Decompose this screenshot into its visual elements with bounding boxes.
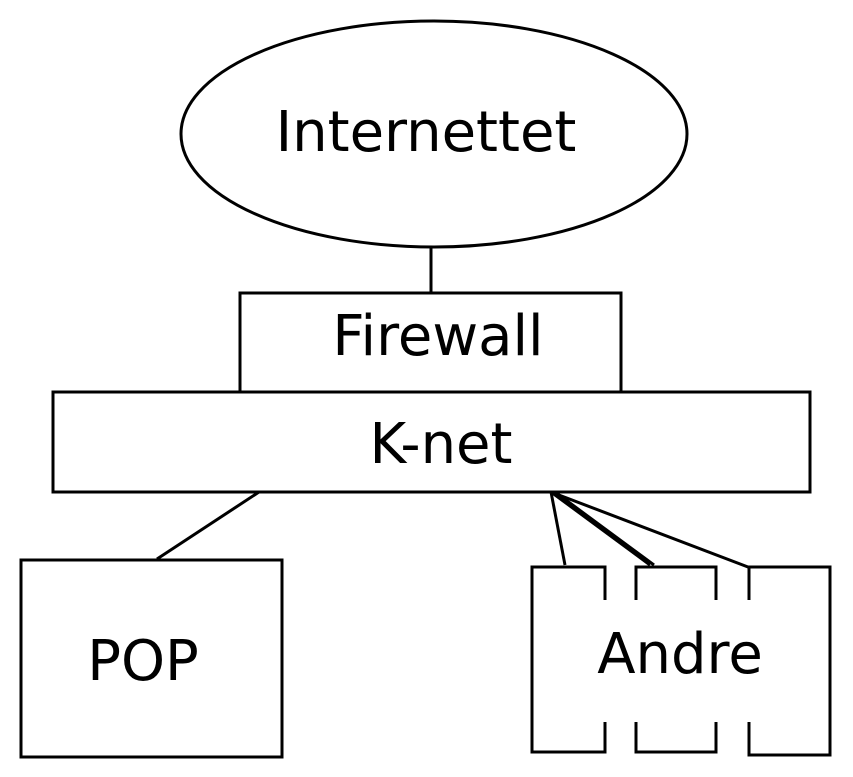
knet-box: [51, 390, 812, 494]
firewall-node: Firewall: [238, 291, 623, 395]
connector-knet-andre-2: [550, 490, 651, 567]
andre-box-right: [747, 565, 832, 757]
pop-node: POP: [19, 558, 284, 759]
andre-box-left: [530, 565, 607, 754]
pop-label: POP: [87, 629, 199, 694]
andre-box-middle: [634, 565, 718, 754]
andre-node: Andre: [530, 565, 832, 757]
pop-box: [19, 558, 284, 759]
internet-node: Internettet: [179, 19, 689, 249]
connector-knet-pop: [156, 490, 260, 561]
connector-knet-andre-1: [549, 491, 567, 566]
internet-ellipse: [179, 19, 689, 249]
connector-knet-andre-3: [550, 490, 749, 569]
knet-label: K-net: [370, 412, 513, 477]
firewall-box: [238, 291, 623, 395]
connector-knet-andre-2b: [554, 490, 655, 567]
firewall-label: Firewall: [332, 304, 543, 369]
knet-node: K-net: [51, 390, 812, 494]
internet-label: Internettet: [276, 100, 577, 165]
andre-label: Andre: [597, 622, 763, 687]
